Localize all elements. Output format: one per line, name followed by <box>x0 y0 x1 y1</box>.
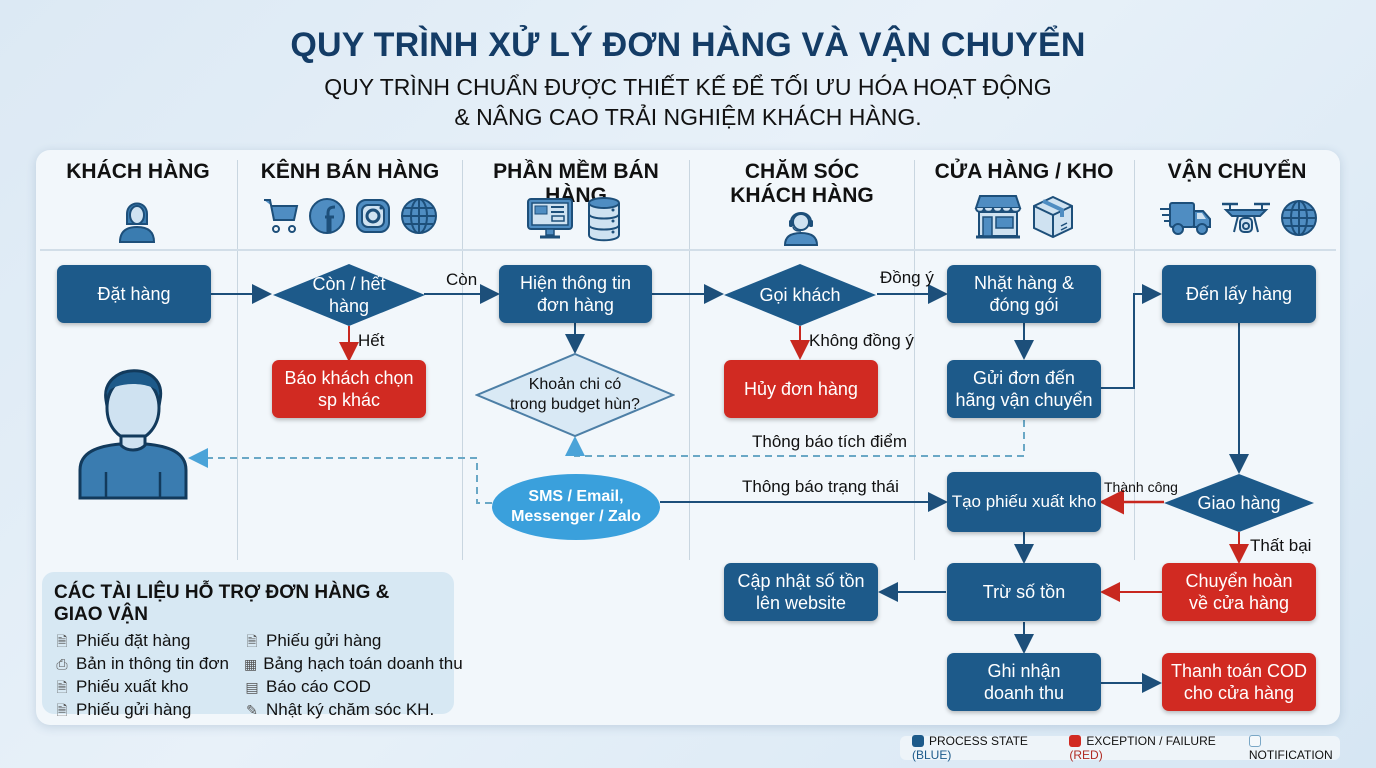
lane-header-customer: KHÁCH HÀNG <box>66 160 210 183</box>
edge-label-success: Thành công <box>1104 479 1178 495</box>
truck-icon <box>1160 202 1211 235</box>
notification-channels[interactable]: SMS / Email,Messenger / Zalo <box>492 474 660 540</box>
globe-icon <box>401 198 437 234</box>
legend: PROCESS STATE (BLUE) EXCEPTION / FAILURE… <box>900 734 1340 762</box>
document-item: 🗎Phiếu gửi hàng <box>244 630 444 652</box>
node-cancel-order[interactable]: Hủy đơn hàng <box>724 360 878 418</box>
box-icon <box>1033 195 1073 239</box>
edge-label-points-notice: Thông báo tích điểm <box>752 432 907 451</box>
legend-process: PROCESS STATE (BLUE) <box>912 734 1028 762</box>
edge-label-in-stock: Còn <box>446 270 478 289</box>
document-item: ✎Nhật ký chăm sóc KH. <box>244 699 444 721</box>
lane-header-customer-care-line1: CHĂM SÓC <box>744 160 860 183</box>
header-divider <box>40 249 1336 251</box>
document-icon: 🗎 <box>56 633 68 649</box>
lane-divider <box>462 160 463 560</box>
legend-swatch-blue <box>912 735 924 747</box>
decision-shape <box>474 352 676 438</box>
globe-icon <box>1281 200 1317 236</box>
lane-header-customer-care-line2: KHÁCH HÀNG <box>730 184 874 207</box>
node-place-order[interactable]: Đặt hàng <box>57 265 211 323</box>
edit-note-icon: ✎ <box>246 702 258 718</box>
lane-header-shipping: VẬN CHUYỂN <box>1167 160 1307 183</box>
headset-agent-icon <box>783 212 819 246</box>
document-item: 🗎Phiếu gửi hàng <box>54 699 244 721</box>
decision-shape <box>724 264 876 326</box>
database-icon <box>588 197 620 242</box>
document-icon: 🗎 <box>56 679 68 695</box>
customer-figure-icon <box>78 369 188 500</box>
node-pickup[interactable]: Đến lấy hàng <box>1162 265 1316 323</box>
document-icon: 🗎 <box>56 702 68 718</box>
customer-icon <box>118 202 156 243</box>
document-item: 🗎Phiếu đặt hàng <box>54 630 244 652</box>
facebook-icon <box>309 198 345 234</box>
decision-shape <box>1164 474 1314 532</box>
table-icon: ▦ <box>244 656 258 672</box>
edge-label-status-notice: Thông báo trạng thái <box>742 477 899 496</box>
lane-divider <box>914 160 915 560</box>
instagram-icon <box>356 199 390 233</box>
node-create-export-slip[interactable]: Tạo phiếu xuất kho <box>947 472 1101 532</box>
monitor-icon <box>527 198 573 239</box>
edge-label-out-of-stock: Hết <box>358 331 385 350</box>
document-item: ⎙Bản in thông tin đơn <box>54 653 244 675</box>
node-pick-and-pack[interactable]: Nhặt hàng &đóng gói <box>947 265 1101 323</box>
printer-icon: ⎙ <box>56 656 68 672</box>
edge-label-failure: Thất bại <box>1250 536 1312 555</box>
page-title: QUY TRÌNH XỬ LÝ ĐƠN HÀNG VÀ VẬN CHUYỂN <box>290 26 1086 64</box>
document-item: ▤Báo cáo COD <box>245 677 371 696</box>
subtitle-line-2: & NÂNG CAO TRẢI NGHIỆM KHÁCH HÀNG. <box>454 104 922 130</box>
cart-icon <box>264 199 299 233</box>
store-icon <box>974 195 1022 239</box>
report-chart-icon: ▤ <box>245 679 259 695</box>
edge-label-disagree: Không đồng ý <box>809 331 914 350</box>
document-icon: 🗎 <box>246 633 258 649</box>
legend-notification: NOTIFICATION <box>1248 734 1340 762</box>
decision-delivery[interactable]: Giao hàng <box>1162 472 1316 534</box>
support-documents-title: CÁC TÀI LIỆU HỖ TRỢ ĐƠN HÀNG & GIAO VẬN <box>54 582 390 625</box>
lane-divider <box>237 160 238 560</box>
decision-shape <box>273 264 425 326</box>
lane-header-store-warehouse: CỬA HÀNG / KHO <box>934 160 1114 183</box>
node-deduct-stock[interactable]: Trừ số tồn <box>947 563 1101 621</box>
drone-icon <box>1222 202 1270 233</box>
subtitle-line-1: QUY TRÌNH CHUẨN ĐƯỢC THIẾT KẾ ĐỂ TỐI ƯU … <box>324 74 1052 100</box>
document-item: ▦Bảng hạch toán doanh thu <box>244 654 463 673</box>
lane-divider <box>689 160 690 560</box>
support-documents-box: CÁC TÀI LIỆU HỖ TRỢ ĐƠN HÀNG & GIAO VẬN … <box>42 572 463 719</box>
lane-header-sales-channel: KÊNH BÁN HÀNG <box>260 160 440 183</box>
legend-swatch-red <box>1069 735 1082 747</box>
document-item: 🗎Phiếu xuất kho <box>54 676 244 698</box>
legend-exception: EXCEPTION / FAILURE (RED) <box>1069 734 1216 762</box>
lane-header-customer-care: CHĂM SÓC KHÁCH HÀNG <box>690 160 914 208</box>
page-subtitle: QUY TRÌNH CHUẨN ĐƯỢC THIẾT KẾ ĐỂ TỐI ƯU … <box>0 72 1376 132</box>
edge-label-agree: Đồng ý <box>880 268 934 287</box>
decision-call-customer[interactable]: Gọi khách <box>722 262 878 328</box>
legend-swatch-light <box>1248 735 1261 747</box>
